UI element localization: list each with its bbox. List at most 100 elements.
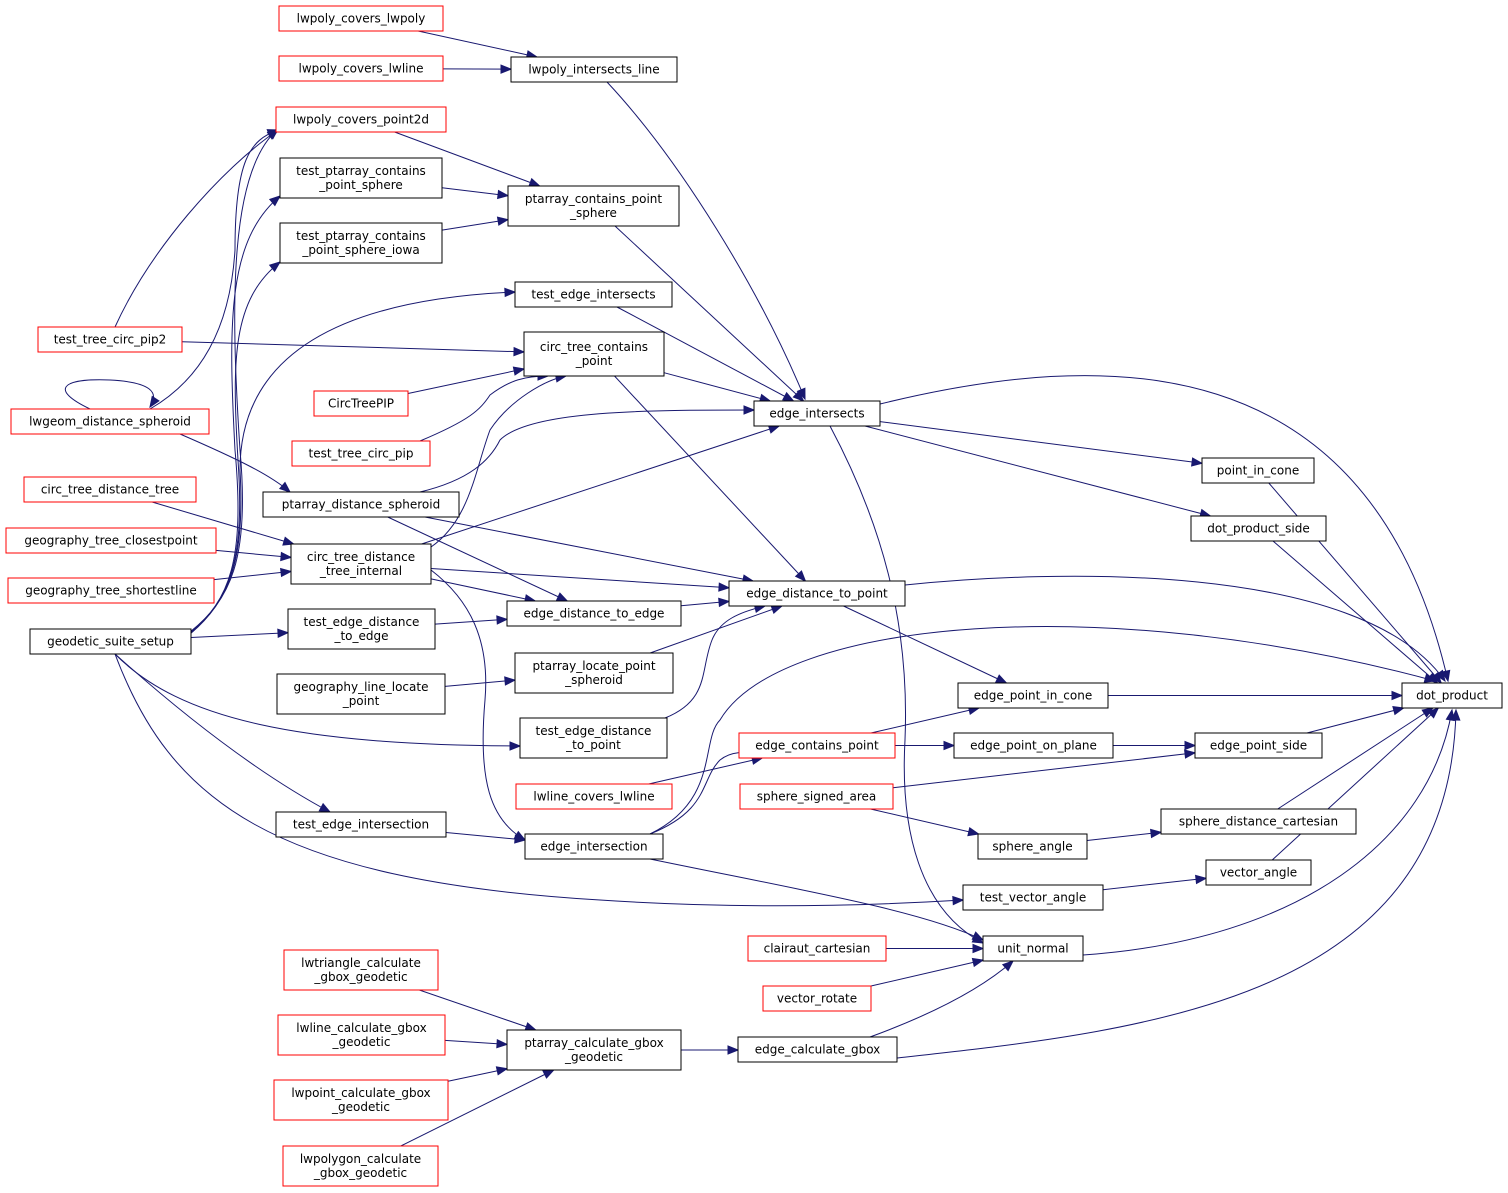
node-box[interactable]	[23, 476, 197, 503]
node-unit_normal[interactable]: unit_normal	[982, 935, 1084, 962]
node-vector_rotate[interactable]: vector_rotate	[762, 985, 872, 1012]
node-vector_angle[interactable]: vector_angle	[1205, 859, 1312, 886]
node-box[interactable]	[1160, 808, 1357, 835]
node-box[interactable]	[5, 527, 217, 554]
node-box[interactable]	[524, 833, 664, 860]
node-test_tree_circ_pip2[interactable]: test_tree_circ_pip2	[37, 326, 183, 353]
node-lwpoly_covers_lwline[interactable]: lwpoly_covers_lwline	[278, 55, 444, 82]
node-box[interactable]	[962, 884, 1104, 911]
node-box[interactable]	[276, 673, 446, 715]
node-box[interactable]	[1190, 515, 1327, 542]
node-lwpoly_covers_point2d[interactable]: lwpoly_covers_point2d	[275, 106, 447, 133]
node-test_tree_circ_pip[interactable]: test_tree_circ_pip	[291, 440, 431, 467]
node-sphere_signed_area[interactable]: sphere_signed_area	[739, 783, 894, 810]
node-box[interactable]	[510, 56, 678, 83]
node-box[interactable]	[29, 628, 192, 655]
node-dot_product[interactable]: dot_product	[1401, 682, 1503, 709]
node-geography_line_locate_point[interactable]: geography_line_locate_point	[276, 673, 446, 715]
node-test_ptarray_contains_point_sphere_iowa[interactable]: test_ptarray_contains_point_sphere_iowa	[279, 222, 443, 264]
node-box[interactable]	[514, 652, 674, 694]
node-edge_point_side[interactable]: edge_point_side	[1194, 732, 1323, 759]
node-box[interactable]	[953, 732, 1114, 759]
node-point_in_cone[interactable]: point_in_cone	[1201, 457, 1315, 484]
node-edge_contains_point[interactable]: edge_contains_point	[738, 732, 896, 759]
node-test_edge_distance_to_point[interactable]: test_edge_distance_to_point	[519, 717, 668, 759]
node-box[interactable]	[277, 1014, 446, 1056]
node-edge_point_in_cone[interactable]: edge_point_in_cone	[957, 682, 1109, 709]
node-geography_tree_shortestline[interactable]: geography_tree_shortestline	[7, 577, 215, 604]
node-box[interactable]	[982, 935, 1084, 962]
node-box[interactable]	[957, 682, 1109, 709]
node-box[interactable]	[7, 577, 215, 604]
node-test_edge_distance_to_edge[interactable]: test_edge_distance_to_edge	[287, 608, 436, 650]
node-edge_distance_to_edge[interactable]: edge_distance_to_edge	[506, 600, 682, 627]
node-box[interactable]	[279, 157, 443, 199]
node-circ_tree_contains_point[interactable]: circ_tree_contains_point	[523, 331, 665, 377]
node-box[interactable]	[278, 5, 444, 32]
node-lwline_covers_lwline[interactable]: lwline_covers_lwline	[515, 783, 673, 810]
node-box[interactable]	[283, 949, 439, 991]
node-box[interactable]	[523, 331, 665, 377]
node-box[interactable]	[506, 1029, 682, 1071]
node-box[interactable]	[753, 400, 881, 427]
node-edge_intersects[interactable]: edge_intersects	[753, 400, 881, 427]
node-box[interactable]	[273, 1079, 449, 1121]
node-CircTreePIP[interactable]: CircTreePIP	[313, 390, 409, 417]
node-test_ptarray_contains_point_sphere[interactable]: test_ptarray_contains_point_sphere	[279, 157, 443, 199]
node-box[interactable]	[282, 1145, 439, 1187]
node-geodetic_suite_setup[interactable]: geodetic_suite_setup	[29, 628, 192, 655]
node-box[interactable]	[514, 281, 673, 308]
node-box[interactable]	[739, 783, 894, 810]
node-box[interactable]	[515, 783, 673, 810]
node-box[interactable]	[262, 491, 460, 518]
node-box[interactable]	[762, 985, 872, 1012]
node-box[interactable]	[278, 55, 444, 82]
node-box[interactable]	[1401, 682, 1503, 709]
node-lwpoly_covers_lwpoly[interactable]: lwpoly_covers_lwpoly	[278, 5, 444, 32]
node-box[interactable]	[747, 935, 887, 962]
node-lwgeom_distance_spheroid[interactable]: lwgeom_distance_spheroid	[10, 408, 210, 435]
node-ptarray_contains_point_sphere[interactable]: ptarray_contains_point_sphere	[507, 185, 680, 227]
node-box[interactable]	[10, 408, 210, 435]
node-ptarray_calculate_gbox_geodetic[interactable]: ptarray_calculate_gbox_geodetic	[506, 1029, 682, 1071]
node-geography_tree_closestpoint[interactable]: geography_tree_closestpoint	[5, 527, 217, 554]
node-box[interactable]	[279, 222, 443, 264]
node-box[interactable]	[1194, 732, 1323, 759]
node-box[interactable]	[287, 608, 436, 650]
node-sphere_angle[interactable]: sphere_angle	[977, 833, 1088, 860]
node-sphere_distance_cartesian[interactable]: sphere_distance_cartesian	[1160, 808, 1357, 835]
node-box[interactable]	[738, 732, 896, 759]
node-ptarray_distance_spheroid[interactable]: ptarray_distance_spheroid	[262, 491, 460, 518]
node-box[interactable]	[507, 185, 680, 227]
node-box[interactable]	[290, 543, 432, 585]
node-edge_distance_to_point[interactable]: edge_distance_to_point	[728, 580, 906, 607]
node-box[interactable]	[275, 811, 447, 838]
node-edge_point_on_plane[interactable]: edge_point_on_plane	[953, 732, 1114, 759]
node-circ_tree_distance_tree[interactable]: circ_tree_distance_tree	[23, 476, 197, 503]
node-test_vector_angle[interactable]: test_vector_angle	[962, 884, 1104, 911]
node-clairaut_cartesian[interactable]: clairaut_cartesian	[747, 935, 887, 962]
node-test_edge_intersection[interactable]: test_edge_intersection	[275, 811, 447, 838]
node-box[interactable]	[291, 440, 431, 467]
node-box[interactable]	[37, 326, 183, 353]
node-box[interactable]	[1201, 457, 1315, 484]
node-box[interactable]	[519, 717, 668, 759]
node-lwtriangle_calculate_gbox_geodetic[interactable]: lwtriangle_calculate_gbox_geodetic	[283, 949, 439, 991]
node-dot_product_side[interactable]: dot_product_side	[1190, 515, 1327, 542]
node-lwpolygon_calculate_gbox_geodetic[interactable]: lwpolygon_calculate_gbox_geodetic	[282, 1145, 439, 1187]
node-box[interactable]	[728, 580, 906, 607]
node-box[interactable]	[313, 390, 409, 417]
node-test_edge_intersects[interactable]: test_edge_intersects	[514, 281, 673, 308]
node-edge_intersection[interactable]: edge_intersection	[524, 833, 664, 860]
node-lwpoly_intersects_line[interactable]: lwpoly_intersects_line	[510, 56, 678, 83]
node-box[interactable]	[275, 106, 447, 133]
node-lwline_calculate_gbox_geodetic[interactable]: lwline_calculate_gbox_geodetic	[277, 1014, 446, 1056]
node-edge_calculate_gbox[interactable]: edge_calculate_gbox	[737, 1036, 898, 1063]
node-box[interactable]	[1205, 859, 1312, 886]
node-circ_tree_distance_tree_internal[interactable]: circ_tree_distance_tree_internal	[290, 543, 432, 585]
node-box[interactable]	[977, 833, 1088, 860]
node-box[interactable]	[506, 600, 682, 627]
node-lwpoint_calculate_gbox_geodetic[interactable]: lwpoint_calculate_gbox_geodetic	[273, 1079, 449, 1121]
node-ptarray_locate_point_spheroid[interactable]: ptarray_locate_point_spheroid	[514, 652, 674, 694]
node-box[interactable]	[737, 1036, 898, 1063]
